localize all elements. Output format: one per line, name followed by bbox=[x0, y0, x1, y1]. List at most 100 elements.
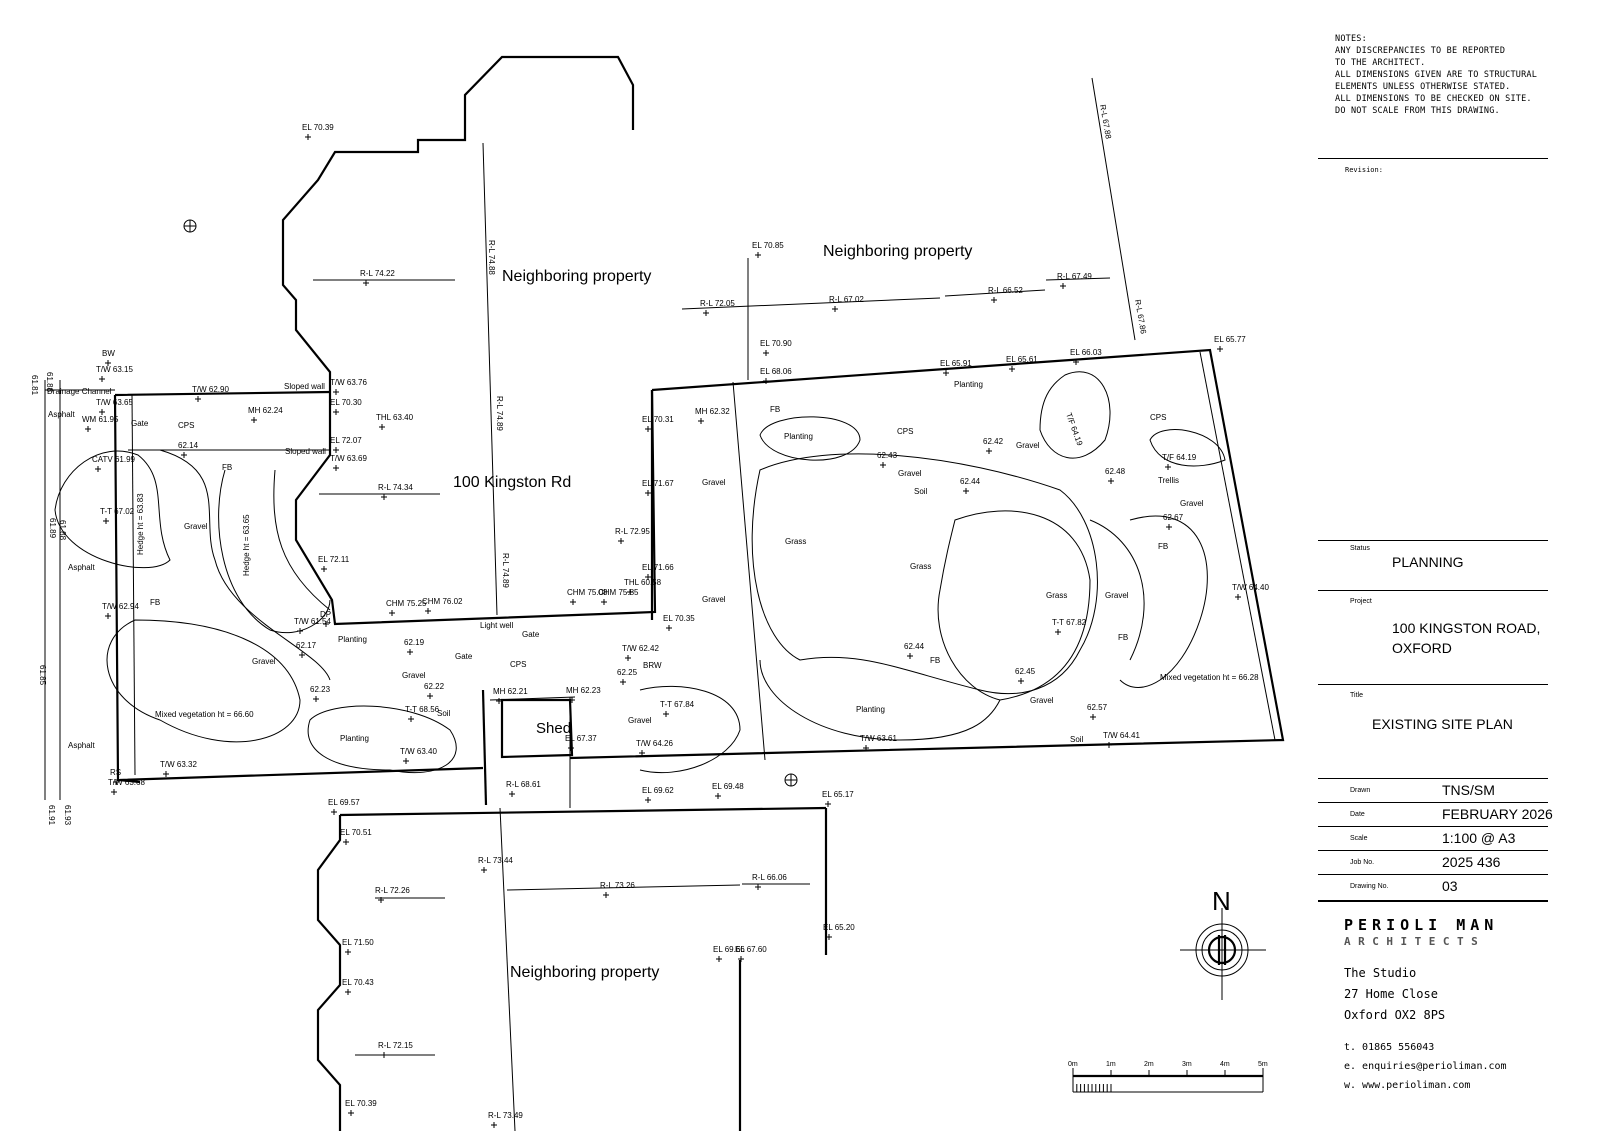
level-marker-cross bbox=[321, 566, 327, 572]
level-reading-label: R-L 73.49 bbox=[488, 1111, 523, 1120]
level-reading-label: T-T 67.82 bbox=[1052, 618, 1087, 627]
level-marker-cross bbox=[425, 608, 431, 614]
level-reading-label: R-L 74.89 bbox=[501, 553, 510, 588]
level-reading-label: R-L 67.49 bbox=[1057, 272, 1092, 281]
level-reading-label: T/W 63.40 bbox=[400, 747, 437, 756]
level-marker-cross bbox=[299, 652, 305, 658]
level-reading-label: R-L 74.22 bbox=[360, 269, 395, 278]
area-label: FB bbox=[930, 656, 940, 665]
project-value-line1: 100 KINGSTON ROAD, bbox=[1392, 620, 1541, 636]
level-marker-cross bbox=[407, 649, 413, 655]
survey-point-icon bbox=[784, 773, 798, 787]
status-value: PLANNING bbox=[1392, 554, 1464, 570]
level-marker-cross bbox=[715, 793, 721, 799]
level-reading-label: EL 65.61 bbox=[1006, 355, 1038, 364]
area-label: Hedge ht = 63.65 bbox=[242, 514, 251, 576]
title-label: Title bbox=[1350, 692, 1363, 699]
area-label: FB bbox=[770, 405, 780, 414]
level-reading-label: EL 69.57 bbox=[328, 798, 360, 807]
level-reading-label: T/F 64.19 bbox=[1162, 453, 1197, 462]
level-marker-cross bbox=[99, 409, 105, 415]
level-reading-label: EL 70.39 bbox=[345, 1099, 377, 1108]
area-label: Gravel bbox=[402, 671, 426, 680]
level-marker-cross bbox=[1090, 714, 1096, 720]
level-reading-label: T/W 64.41 bbox=[1103, 731, 1140, 740]
house-label: 100 Kingston Rd bbox=[453, 474, 571, 491]
drawn-value: TNS/SM bbox=[1442, 782, 1495, 798]
level-marker-cross bbox=[509, 791, 515, 797]
level-marker-cross bbox=[863, 745, 869, 751]
north-label: N bbox=[1212, 886, 1231, 916]
area-label: Gravel bbox=[1030, 696, 1054, 705]
area-label: BRW bbox=[643, 661, 662, 670]
level-marker-cross bbox=[601, 599, 607, 605]
level-marker-cross bbox=[381, 494, 387, 500]
firm-website: w. www.perioliman.com bbox=[1344, 1080, 1471, 1091]
level-reading-label: 62.48 bbox=[1105, 467, 1126, 476]
level-reading-label: CHM 75.08 bbox=[567, 588, 608, 597]
area-label: Soil bbox=[914, 487, 928, 496]
level-reading-label: EL 65.77 bbox=[1214, 335, 1246, 344]
level-reading-label: 62.57 bbox=[1087, 703, 1108, 712]
level-marker-cross bbox=[1055, 629, 1061, 635]
level-reading-label: 61.88 bbox=[58, 520, 67, 541]
drawing-number-value: 03 bbox=[1442, 878, 1458, 894]
firm-subtitle: ARCHITECTS bbox=[1344, 935, 1486, 948]
level-marker-cross bbox=[333, 389, 339, 395]
level-reading-label: WM 61.95 bbox=[82, 415, 119, 424]
level-reading-label: EL 65.91 bbox=[940, 359, 972, 368]
title-block-divider bbox=[1318, 826, 1548, 827]
level-reading-label: T/F 64.19 bbox=[1064, 412, 1084, 448]
level-marker-cross bbox=[663, 711, 669, 717]
level-reading-label: T-T 67.02 bbox=[100, 507, 135, 516]
shed-outline bbox=[500, 698, 574, 759]
level-marker-cross bbox=[1009, 366, 1015, 372]
level-reading-label: 62.42 bbox=[983, 437, 1004, 446]
level-reading-label: 61.93 bbox=[63, 805, 72, 826]
area-label: FB bbox=[1118, 633, 1128, 642]
level-marker-cross bbox=[251, 417, 257, 423]
level-reading-label: T/W 61.54 bbox=[294, 617, 331, 626]
level-marker-cross bbox=[403, 758, 409, 764]
level-reading-label: EL 70.51 bbox=[340, 828, 372, 837]
level-reading-label: 62.19 bbox=[404, 638, 425, 647]
level-marker-cross bbox=[763, 350, 769, 356]
level-marker-cross bbox=[379, 424, 385, 430]
level-marker-cross bbox=[381, 1052, 387, 1058]
level-marker-cross bbox=[569, 697, 575, 703]
level-marker-cross bbox=[907, 653, 913, 659]
scale-tick-label: 2m bbox=[1144, 1061, 1154, 1068]
level-marker-cross bbox=[113, 779, 119, 785]
area-label: Asphalt bbox=[68, 563, 95, 572]
level-marker-cross bbox=[832, 306, 838, 312]
level-reading-label: R-L 72.95 bbox=[615, 527, 650, 536]
area-label: CPS bbox=[897, 427, 913, 436]
level-marker-cross bbox=[297, 628, 303, 634]
level-reading-label: T/W 62.42 bbox=[622, 644, 659, 653]
area-label: Planting bbox=[954, 380, 983, 389]
level-marker-cross bbox=[716, 956, 722, 962]
level-reading-label: EL 69.66 bbox=[713, 945, 745, 954]
area-label: Grass bbox=[785, 537, 806, 546]
level-marker-cross bbox=[348, 1110, 354, 1116]
level-reading-label: R-L 74.34 bbox=[378, 483, 413, 492]
date-label: Date bbox=[1350, 811, 1365, 818]
level-reading-label: 62.44 bbox=[904, 642, 925, 651]
level-reading-label: EL 70.43 bbox=[342, 978, 374, 987]
area-label: Planting bbox=[340, 734, 369, 743]
level-reading-label: EL 70.90 bbox=[760, 339, 792, 348]
area-label: CPS bbox=[510, 660, 526, 669]
area-label: Light well bbox=[480, 621, 514, 630]
level-reading-label: 62.25 bbox=[617, 668, 638, 677]
level-marker-cross bbox=[1106, 742, 1112, 748]
level-reading-label: EL 71.50 bbox=[342, 938, 374, 947]
level-reading-label: R-L 67.02 bbox=[829, 295, 864, 304]
level-reading-label: EL 71.66 bbox=[642, 563, 674, 572]
scale-bar bbox=[1072, 1068, 1264, 1093]
area-label: Gravel bbox=[702, 595, 726, 604]
area-label: Soil bbox=[437, 709, 451, 718]
level-marker-cross bbox=[618, 538, 624, 544]
level-reading-label: 62.14 bbox=[178, 441, 199, 450]
level-reading-label: MH 62.24 bbox=[248, 406, 283, 415]
level-reading-label: 62.23 bbox=[310, 685, 331, 694]
